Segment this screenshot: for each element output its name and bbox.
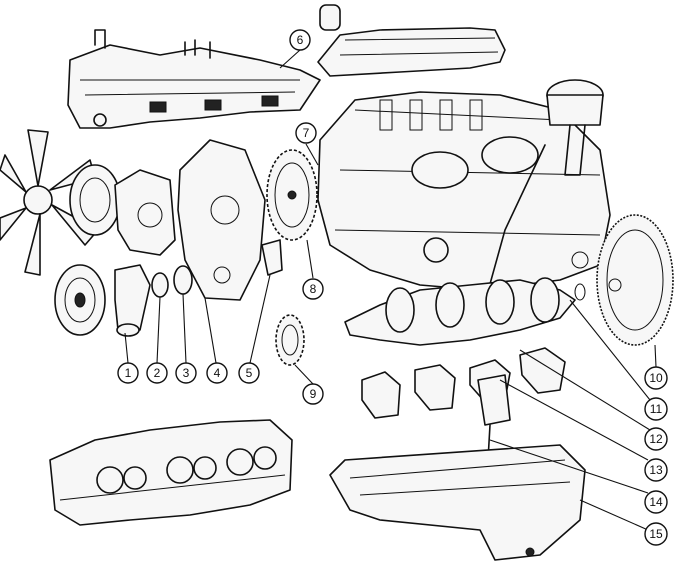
callout-7-label: 7	[303, 126, 310, 140]
callout-1: 1	[117, 362, 139, 384]
callout-11: 11	[644, 397, 668, 421]
timing-cover	[177, 139, 283, 301]
callout-9: 9	[302, 383, 324, 405]
flywheel	[596, 214, 674, 346]
callout-12: 12	[644, 427, 668, 451]
callout-13: 13	[644, 458, 668, 482]
callout-7: 7	[295, 122, 317, 144]
leader-lines	[124, 49, 657, 531]
callout-10: 10	[644, 366, 668, 390]
water-pump	[114, 169, 176, 256]
crankshaft-gear	[275, 314, 305, 366]
callout-2-label: 2	[154, 366, 161, 380]
callout-15: 15	[644, 522, 668, 546]
engine-block	[317, 91, 611, 291]
callout-8-label: 8	[310, 282, 317, 296]
piston	[546, 79, 604, 176]
seal	[151, 272, 169, 298]
callout-9-label: 9	[310, 387, 317, 401]
callout-3: 3	[175, 362, 197, 384]
callout-13-label: 13	[649, 463, 663, 477]
camshaft-gear	[266, 149, 318, 241]
callout-8: 8	[302, 278, 324, 300]
cylinder-head	[49, 419, 293, 526]
callout-1-label: 1	[125, 366, 132, 380]
rocker-cover	[317, 4, 506, 77]
callout-5: 5	[238, 362, 260, 384]
callout-10-label: 10	[649, 371, 663, 385]
callout-11-label: 11	[650, 402, 663, 416]
fan	[0, 129, 99, 276]
thermostat-housing	[114, 264, 151, 337]
callout-6: 6	[289, 29, 311, 51]
callout-5-label: 5	[246, 366, 253, 380]
callout-15-label: 15	[649, 527, 663, 541]
callout-12-label: 12	[649, 432, 663, 446]
callout-2: 2	[146, 362, 168, 384]
crankshaft	[344, 277, 586, 346]
callout-14-label: 14	[649, 495, 663, 509]
callout-6-label: 6	[297, 33, 304, 47]
callout-14: 14	[644, 490, 668, 514]
crank-pulley	[54, 264, 106, 336]
fan-pulley	[69, 164, 121, 236]
callout-4: 4	[206, 362, 228, 384]
intake-manifold	[67, 29, 321, 129]
callout-4-label: 4	[214, 366, 221, 380]
oil-pan	[329, 444, 586, 561]
gasket	[173, 265, 193, 295]
callout-3-label: 3	[183, 366, 190, 380]
